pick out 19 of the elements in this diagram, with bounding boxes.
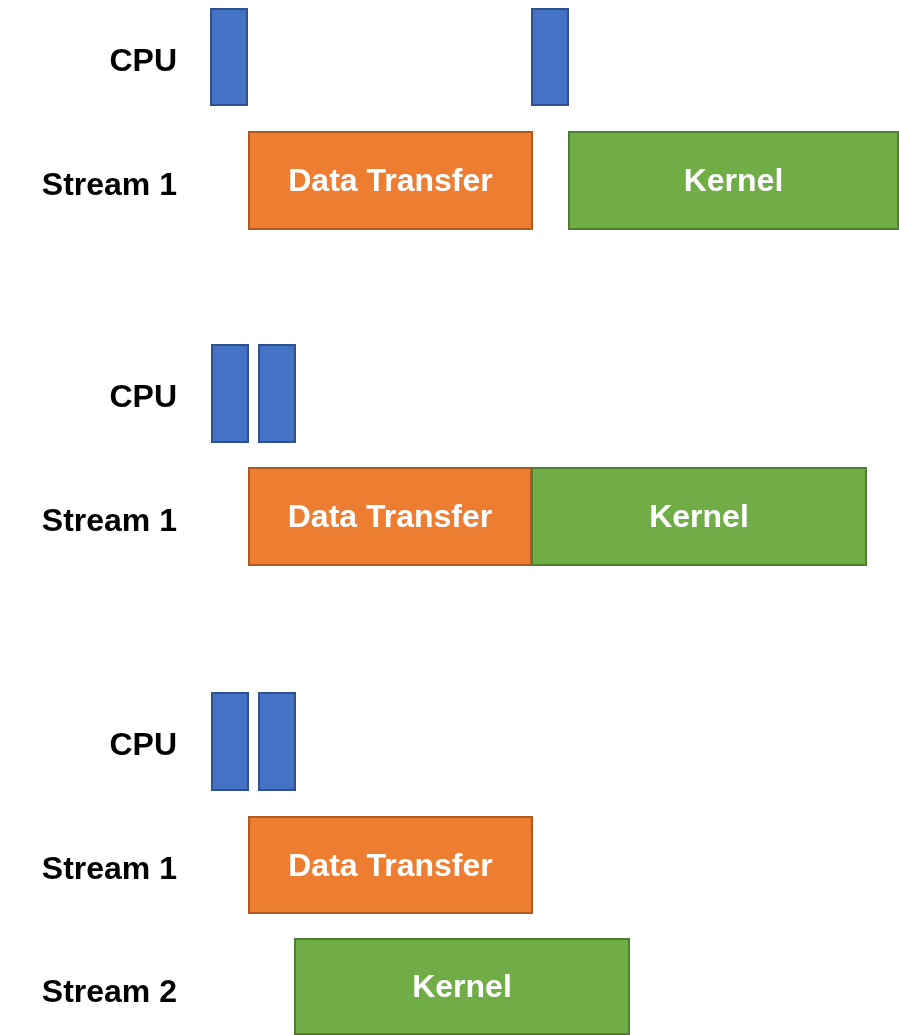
task-bar: Kernel — [294, 938, 630, 1035]
task-bar: Kernel — [531, 467, 867, 566]
row-label: CPU — [109, 42, 177, 78]
time-bar — [211, 344, 249, 443]
row-label: Stream 1 — [41, 850, 177, 886]
row-label: CPU — [109, 378, 177, 414]
task-bar: Data Transfer — [248, 816, 533, 914]
time-bar — [211, 692, 249, 791]
row-label: Stream 1 — [41, 166, 177, 202]
time-bar — [258, 692, 296, 791]
task-bar: Data Transfer — [248, 467, 532, 566]
time-bar — [258, 344, 296, 443]
row-label: CPU — [109, 726, 177, 762]
time-bar — [531, 8, 569, 106]
row-label: Stream 2 — [41, 973, 177, 1009]
row-label: Stream 1 — [41, 502, 177, 538]
task-bar: Data Transfer — [248, 131, 533, 230]
task-bar: Kernel — [568, 131, 899, 230]
time-bar — [210, 8, 248, 106]
